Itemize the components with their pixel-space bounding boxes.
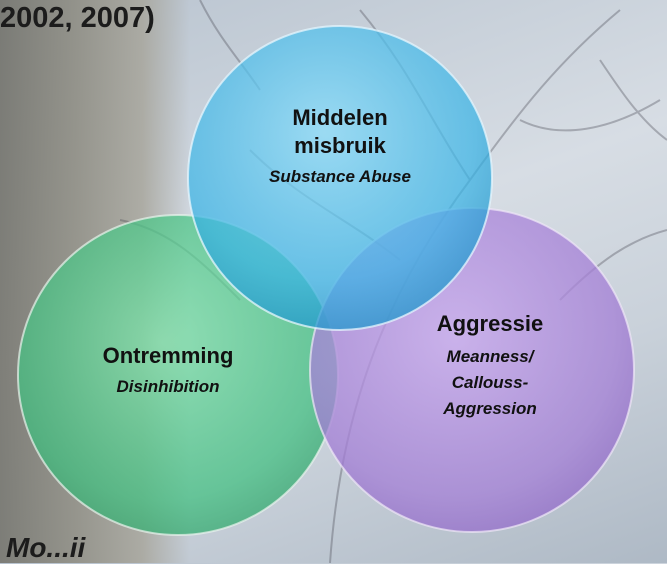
meanness-label: Aggressie Meanness/ Callouss- Aggression	[400, 310, 580, 422]
header-text: 2002, 2007)	[0, 2, 155, 34]
disinhibition-title: Ontremming	[102, 343, 234, 368]
substance-abuse-label: Middelen misbruik Substance Abuse	[230, 104, 450, 190]
meanness-subtitle-line1: Meanness/	[446, 347, 534, 366]
disinhibition-subtitle: Disinhibition	[116, 377, 220, 396]
substance-abuse-circle	[187, 25, 493, 331]
disinhibition-label: Ontremming Disinhibition	[58, 342, 278, 400]
substance-title-line1: Middelen	[292, 105, 388, 130]
meanness-subtitle-line2: Callouss-	[451, 373, 529, 392]
meanness-title: Aggressie	[436, 311, 544, 336]
substance-title-line2: misbruik	[294, 133, 386, 158]
meanness-subtitle-line3: Aggression	[443, 399, 537, 418]
substance-subtitle: Substance Abuse	[268, 167, 412, 186]
footer-text: Mo...ii	[6, 532, 86, 563]
